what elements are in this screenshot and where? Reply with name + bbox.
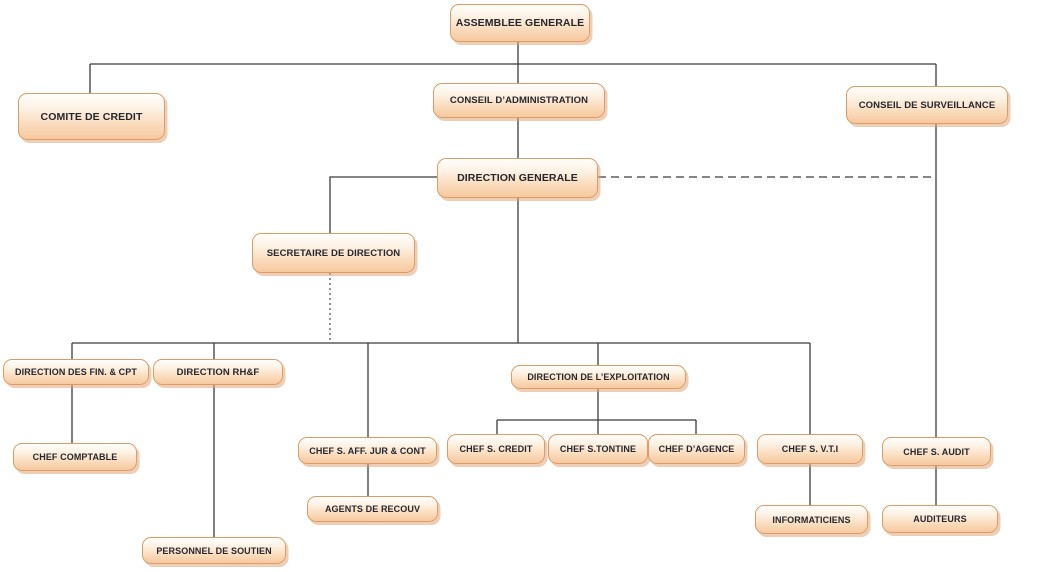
node-assemblee-generale-label: ASSEMBLEE GENERALE bbox=[455, 17, 585, 29]
node-chef-s-credit-label: CHEF S. CREDIT bbox=[459, 444, 533, 454]
node-conseil-administration-label: CONSEIL D’ADMINISTRATION bbox=[449, 95, 589, 106]
node-direction-exploitation-label: DIRECTION DE L’EXPLOITATION bbox=[527, 372, 670, 382]
node-chef-s-audit: CHEF S. AUDIT bbox=[882, 437, 991, 466]
node-direction-rhf-label: DIRECTION RH&F bbox=[176, 366, 260, 378]
connector-dg-to-secretaire bbox=[329, 176, 437, 233]
node-chef-s-vti-label: CHEF S. V.T.I bbox=[781, 444, 839, 454]
node-chef-s-audit-label: CHEF S. AUDIT bbox=[903, 446, 970, 457]
node-chef-s-credit: CHEF S. CREDIT bbox=[447, 434, 545, 464]
node-personnel-de-soutien: PERSONNEL DE SOUTIEN bbox=[142, 537, 286, 564]
node-chef-s-aff-jur-cont-label: CHEF S. AFF. JUR & CONT bbox=[309, 445, 426, 456]
node-comite-de-credit-label: COMITE DE CREDIT bbox=[40, 110, 143, 123]
node-chef-d-agence-label: CHEF D’AGENCE bbox=[658, 444, 735, 454]
node-direction-generale-label: DIRECTION GENERALE bbox=[457, 172, 578, 184]
node-conseil-surveillance: CONSEIL DE SURVEILLANCE bbox=[846, 86, 1008, 124]
node-agents-de-recouv: AGENTS DE RECOUV bbox=[307, 496, 438, 522]
connector-exploitation-subtree bbox=[496, 389, 697, 434]
node-chef-comptable: CHEF COMPTABLE bbox=[13, 443, 137, 471]
connector-assemblee-to-top-tier bbox=[89, 42, 937, 93]
node-secretaire-de-direction: SECRETAIRE DE DIRECTION bbox=[252, 233, 415, 273]
node-informaticiens-label: INFORMATICIENS bbox=[772, 514, 851, 525]
node-auditeurs-label: AUDITEURS bbox=[913, 514, 967, 524]
node-chef-s-tontine: CHEF S.TONTINE bbox=[548, 434, 648, 464]
node-personnel-de-soutien-label: PERSONNEL DE SOUTIEN bbox=[156, 545, 272, 556]
node-chef-s-tontine-label: CHEF S.TONTINE bbox=[559, 444, 637, 454]
node-direction-generale: DIRECTION GENERALE bbox=[437, 158, 598, 198]
node-comite-de-credit: COMITE DE CREDIT bbox=[18, 93, 165, 140]
connector-main-drops bbox=[71, 343, 811, 437]
node-informaticiens: INFORMATICIENS bbox=[755, 505, 868, 534]
node-chef-s-vti: CHEF S. V.T.I bbox=[757, 434, 863, 464]
node-chef-d-agence: CHEF D’AGENCE bbox=[648, 434, 745, 464]
node-agents-de-recouv-label: AGENTS DE RECOUV bbox=[324, 504, 421, 514]
node-assemblee-generale: ASSEMBLEE GENERALE bbox=[450, 4, 590, 42]
node-conseil-surveillance-label: CONSEIL DE SURVEILLANCE bbox=[858, 99, 996, 111]
node-direction-exploitation: DIRECTION DE L’EXPLOITATION bbox=[511, 365, 686, 389]
node-direction-fin-cpt: DIRECTION DES FIN. & CPT bbox=[3, 359, 149, 385]
node-chef-s-aff-jur-cont: CHEF S. AFF. JUR & CONT bbox=[298, 437, 437, 464]
node-direction-fin-cpt-label: DIRECTION DES FIN. & CPT bbox=[15, 367, 137, 377]
node-auditeurs: AUDITEURS bbox=[882, 505, 998, 533]
node-direction-rhf: DIRECTION RH&F bbox=[153, 359, 283, 385]
node-chef-comptable-label: CHEF COMPTABLE bbox=[32, 452, 118, 462]
node-conseil-administration: CONSEIL D’ADMINISTRATION bbox=[433, 83, 605, 118]
node-secretaire-de-direction-label: SECRETAIRE DE DIRECTION bbox=[266, 247, 401, 259]
